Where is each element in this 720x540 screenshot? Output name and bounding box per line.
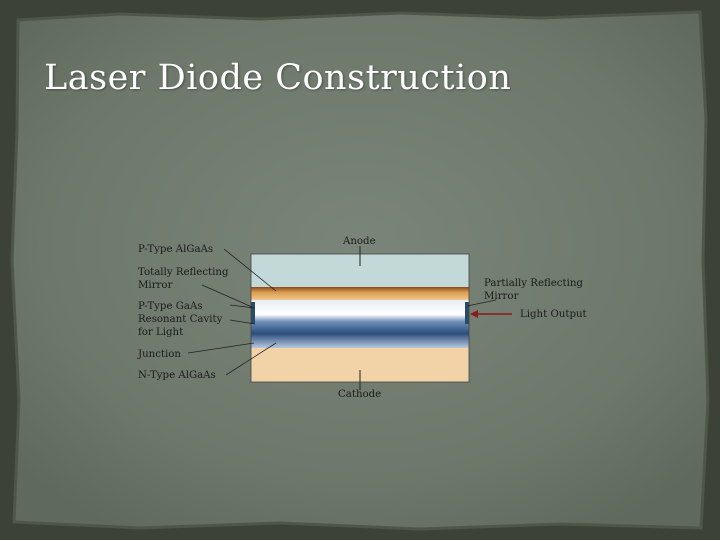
light-output-label: Light Output xyxy=(520,309,588,320)
total-mirror-label-1: Totally Reflecting xyxy=(138,267,229,278)
p-gaas-label-2: Resonant Cavity xyxy=(138,314,223,325)
p-gaas-label-1: P-Type GaAs xyxy=(138,301,203,312)
slide-title: Laser Diode Construction xyxy=(44,58,512,98)
p-gaas-label-3: for Light xyxy=(138,327,184,338)
anode-label: Anode xyxy=(342,236,376,247)
total-mirror-label-2: Mirror xyxy=(138,280,173,291)
partial-mirror-label-2: Mirror xyxy=(484,291,519,302)
resonant-cavity xyxy=(251,300,469,348)
leader-lines xyxy=(187,248,497,376)
cathode-label: Cathode xyxy=(338,389,381,400)
junction-label: Junction xyxy=(137,349,181,360)
left-mirror xyxy=(251,302,255,324)
right-mirror xyxy=(465,302,469,324)
n-algaas-label: N-Type AlGaAs xyxy=(138,370,216,381)
light-output-arrowhead xyxy=(470,310,478,318)
p-algaas-label: P-Type AlGaAs xyxy=(138,244,213,255)
p-gaas-active-layer xyxy=(251,287,469,300)
partial-mirror-label-1: Partially Reflecting xyxy=(484,278,583,289)
